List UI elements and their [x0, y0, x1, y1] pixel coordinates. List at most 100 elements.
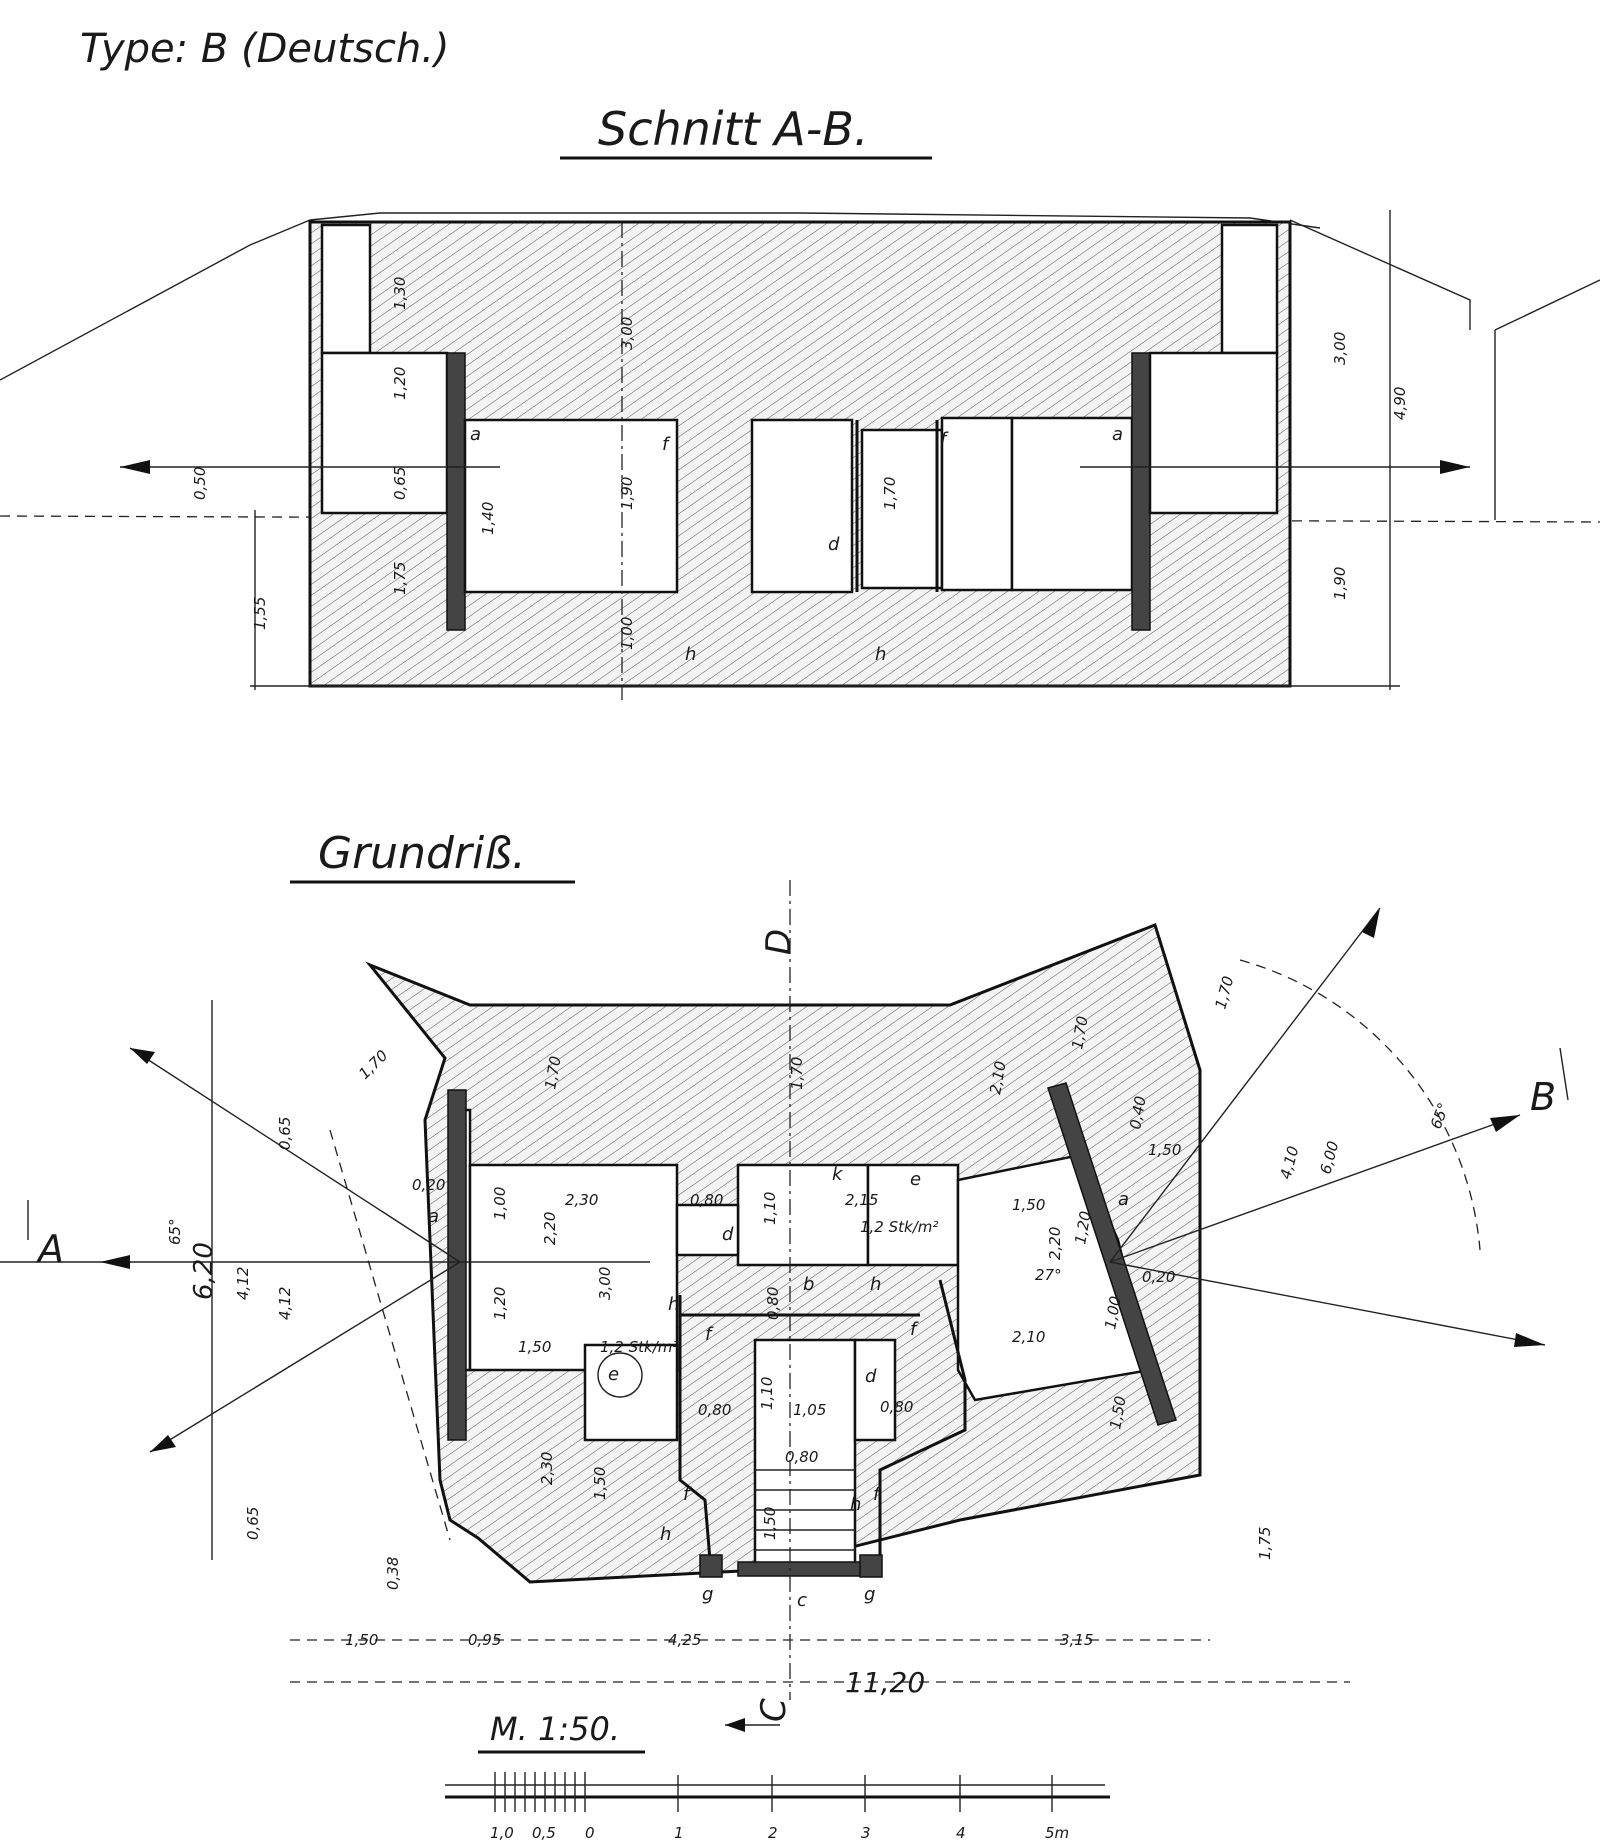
plan-dim-6-00: 6,00 — [1316, 1139, 1342, 1176]
sec-dim-0-50: 0,50 — [191, 467, 209, 500]
plan-angle-left: 65° — [166, 1218, 184, 1245]
room-right-b — [1010, 416, 1134, 592]
plan-letter-a-right: a — [1118, 1189, 1129, 1210]
plan-dim-1-50a: 1,50 — [1012, 1196, 1045, 1214]
plan-letter-g-right: g — [864, 1584, 875, 1605]
plan-dim-1-75: 1,75 — [1256, 1527, 1274, 1560]
plan-dim-4-10: 4,10 — [1276, 1144, 1302, 1181]
sec-dim-1-55: 1,55 — [251, 597, 269, 630]
plan-bottom-dim-0-95: 0,95 — [468, 1631, 501, 1649]
plan-dim-6-20: 6,20 — [189, 1242, 219, 1300]
scale-hatch — [494, 1772, 1053, 1812]
plan-title: Grundriß. — [318, 828, 526, 879]
plan-letter-h-1: h — [668, 1294, 679, 1315]
right-embrasure — [1148, 351, 1279, 515]
terrain-far-right-slope — [1494, 279, 1600, 331]
plan-letter-c: c — [797, 1590, 807, 1611]
plan-pipe-right — [878, 1279, 967, 1560]
plan-dim-2-30b: 2,30 — [538, 1452, 556, 1485]
plan-dim-0-40: 0,40 — [1126, 1095, 1150, 1131]
plan-letter-h-4: h — [850, 1494, 861, 1515]
plan-letter-d-right: d — [865, 1366, 877, 1387]
plan-room-pass — [675, 1203, 740, 1257]
plan-right-armor — [1047, 1082, 1177, 1426]
plan-angle-inner: 27° — [1035, 1266, 1062, 1284]
plan-axis-B — [1109, 1114, 1521, 1263]
plan-letter-e-right: e — [910, 1169, 921, 1190]
scale-bar: M. 1:50. 1,0 0,5 0 1 2 3 4 5m — [445, 1710, 1110, 1842]
plan-arrow-B — [1490, 1115, 1520, 1132]
plan-letter-f-2: f — [910, 1319, 919, 1340]
plan-dim-2-10b: 2,10 — [1012, 1328, 1045, 1346]
plan-dim-0-65-top: 0,65 — [276, 1117, 294, 1150]
plan-arc-right — [1239, 959, 1481, 1251]
scale-tick-1-0: 1,0 — [490, 1824, 514, 1842]
plan-bottom-dim-11-20: 11,20 — [845, 1666, 925, 1699]
plan-dim-3-00: 3,00 — [596, 1267, 614, 1300]
plan-dim-1-00: 1,00 — [491, 1187, 509, 1220]
plan-dim-0-80e: 0,80 — [880, 1398, 913, 1416]
sec-dim-1-20: 1,20 — [391, 367, 409, 400]
scale-tick-1: 1 — [674, 1824, 684, 1842]
plan-dim-4-12b: 4,12 — [276, 1287, 294, 1320]
plan-dim-1-20a: 1,20 — [491, 1287, 509, 1320]
plan-dashed-diag — [329, 1129, 451, 1541]
left-embrasure — [320, 351, 449, 515]
plan-dim-2-20: 2,20 — [541, 1212, 559, 1245]
plan-bottom-dim-4-25: 4,25 — [668, 1631, 701, 1649]
scale-tick-4: 4 — [956, 1824, 966, 1842]
sec-dim-1-40: 1,40 — [479, 502, 497, 535]
plan-letter-h-3: h — [660, 1524, 671, 1545]
plan-arrow-left-up — [130, 1048, 155, 1064]
plan-filter-g-right — [859, 1554, 883, 1578]
plan-letter-e-left: e — [608, 1364, 619, 1385]
plan-steps — [755, 1469, 855, 1551]
plan-dim-0-80d: 0,80 — [785, 1448, 818, 1466]
plan-dim-1-50f: 1,50 — [1148, 1141, 1181, 1159]
plan-dim-0-38: 0,38 — [384, 1557, 402, 1590]
plan-dim-1-50b: 1,50 — [518, 1338, 551, 1356]
sec-letter-a-right: a — [1112, 424, 1123, 445]
sec-dim-3-00b: 3,00 — [1331, 332, 1349, 365]
plan-left-armor — [447, 1089, 467, 1441]
plan-bottom-dim-1-50: 1,50 — [345, 1631, 378, 1649]
scale-tick-0-5: 0,5 — [532, 1824, 556, 1842]
plan-fan-e — [597, 1352, 643, 1398]
plan-mark-B-arrow — [1559, 1047, 1569, 1101]
plan-letter-g-left: g — [702, 1584, 713, 1605]
plan-mark-A: A — [35, 1227, 64, 1271]
sec-dim-1-90a: 1,90 — [618, 477, 636, 510]
plan-dim-0-80b: 0,80 — [764, 1287, 782, 1320]
plan-note-air-1: 1,2 Stk/m² — [860, 1218, 938, 1236]
plan-dim-0-80c: 0,80 — [698, 1401, 731, 1419]
plan-note-air-2: 1,2 Stk/m² — [600, 1338, 678, 1356]
plan-dim-2-30: 2,30 — [565, 1191, 598, 1209]
plan-dim-4-12a: 4,12 — [234, 1267, 252, 1300]
plan-corridor-side — [853, 1338, 897, 1442]
type-label: Type: B (Deutsch.) — [80, 26, 450, 72]
sec-letter-h-left: h — [685, 644, 696, 665]
sec-dim-0-65: 0,65 — [391, 467, 409, 500]
right-armor-plate — [1131, 352, 1151, 631]
plan-dim-1-50d: 1,50 — [591, 1467, 609, 1500]
plan-mark-C-arrowhead — [725, 1718, 745, 1732]
arrow-left — [120, 460, 150, 474]
plan-dim-1-70a: 1,70 — [355, 1046, 391, 1082]
plan-door-step — [737, 1561, 873, 1577]
section-view: Schnitt A-B. — [0, 102, 1600, 700]
plan-ray-right-up — [1109, 907, 1381, 1263]
plan-letter-f-4: f — [873, 1484, 882, 1505]
plan-dim-1-70d: 1,70 — [1068, 1015, 1092, 1051]
sec-dim-4-90: 4,90 — [1391, 387, 1409, 420]
sec-dim-1-70: 1,70 — [881, 477, 899, 510]
plan-ray-right-down — [1109, 1261, 1546, 1346]
section-title: Schnitt A-B. — [598, 102, 869, 156]
plan-dim-2-20b: 2,20 — [1046, 1227, 1064, 1260]
plan-dim-1-05: 1,05 — [793, 1401, 826, 1419]
plan-letter-a-left: a — [428, 1206, 439, 1227]
plan-letter-k: k — [832, 1164, 844, 1185]
plan-dim-1-00b: 1,00 — [1101, 1295, 1125, 1331]
plan-view: Grundriß. — [0, 828, 1569, 1732]
sec-dim-1-75: 1,75 — [391, 562, 409, 595]
